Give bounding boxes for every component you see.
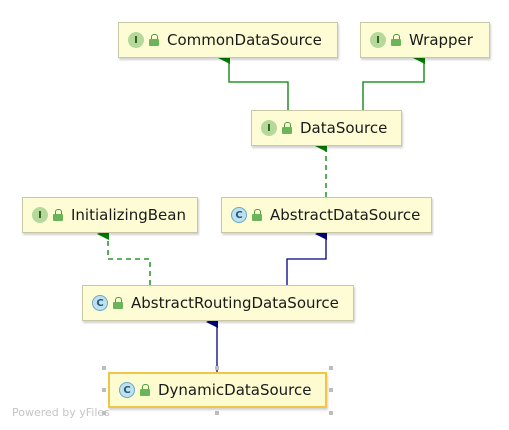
- node-label: InitializingBean: [71, 206, 186, 224]
- node-wrapper[interactable]: I Wrapper: [360, 22, 490, 58]
- selection-handle[interactable]: [215, 411, 219, 415]
- edge-datasource-common: [218, 52, 289, 110]
- selection-handle[interactable]: [102, 411, 106, 415]
- node-label: DynamicDataSource: [158, 381, 312, 399]
- node-label: DataSource: [300, 119, 388, 137]
- watermark: Powered by yFiles: [12, 406, 110, 419]
- public-lock-icon: [391, 34, 401, 46]
- selection-handle[interactable]: [102, 388, 106, 392]
- edge-datasource-wrapper: [362, 52, 425, 110]
- public-lock-icon: [149, 34, 159, 46]
- class-icon: C: [119, 382, 135, 398]
- selection-handle[interactable]: [329, 366, 333, 370]
- interface-icon: I: [128, 32, 144, 48]
- node-common-data-source[interactable]: I CommonDataSource: [118, 22, 338, 58]
- public-lock-icon: [53, 209, 63, 221]
- class-icon: C: [231, 207, 247, 223]
- node-initializing-bean[interactable]: I InitializingBean: [22, 197, 198, 233]
- node-abstract-routing-data-source[interactable]: C AbstractRoutingDataSource: [82, 285, 354, 321]
- public-lock-icon: [140, 384, 150, 396]
- edge-routing-abstractds: [286, 228, 327, 285]
- node-dynamic-data-source[interactable]: C DynamicDataSource: [108, 372, 327, 408]
- class-icon: C: [92, 295, 108, 311]
- interface-icon: I: [32, 207, 48, 223]
- node-label: Wrapper: [409, 31, 473, 49]
- interface-icon: I: [370, 32, 386, 48]
- selection-handle[interactable]: [329, 411, 333, 415]
- node-label: AbstractRoutingDataSource: [131, 294, 339, 312]
- selection-handle[interactable]: [215, 366, 219, 370]
- public-lock-icon: [113, 297, 123, 309]
- node-label: AbstractDataSource: [270, 206, 421, 224]
- public-lock-icon: [282, 122, 292, 134]
- public-lock-icon: [252, 209, 262, 221]
- node-label: CommonDataSource: [167, 31, 322, 49]
- selection-handle[interactable]: [329, 388, 333, 392]
- selection-handle[interactable]: [102, 366, 106, 370]
- interface-icon: I: [261, 120, 277, 136]
- node-data-source[interactable]: I DataSource: [251, 110, 402, 146]
- node-abstract-data-source[interactable]: C AbstractDataSource: [221, 197, 432, 233]
- edge-routing-initbean: [97, 228, 151, 285]
